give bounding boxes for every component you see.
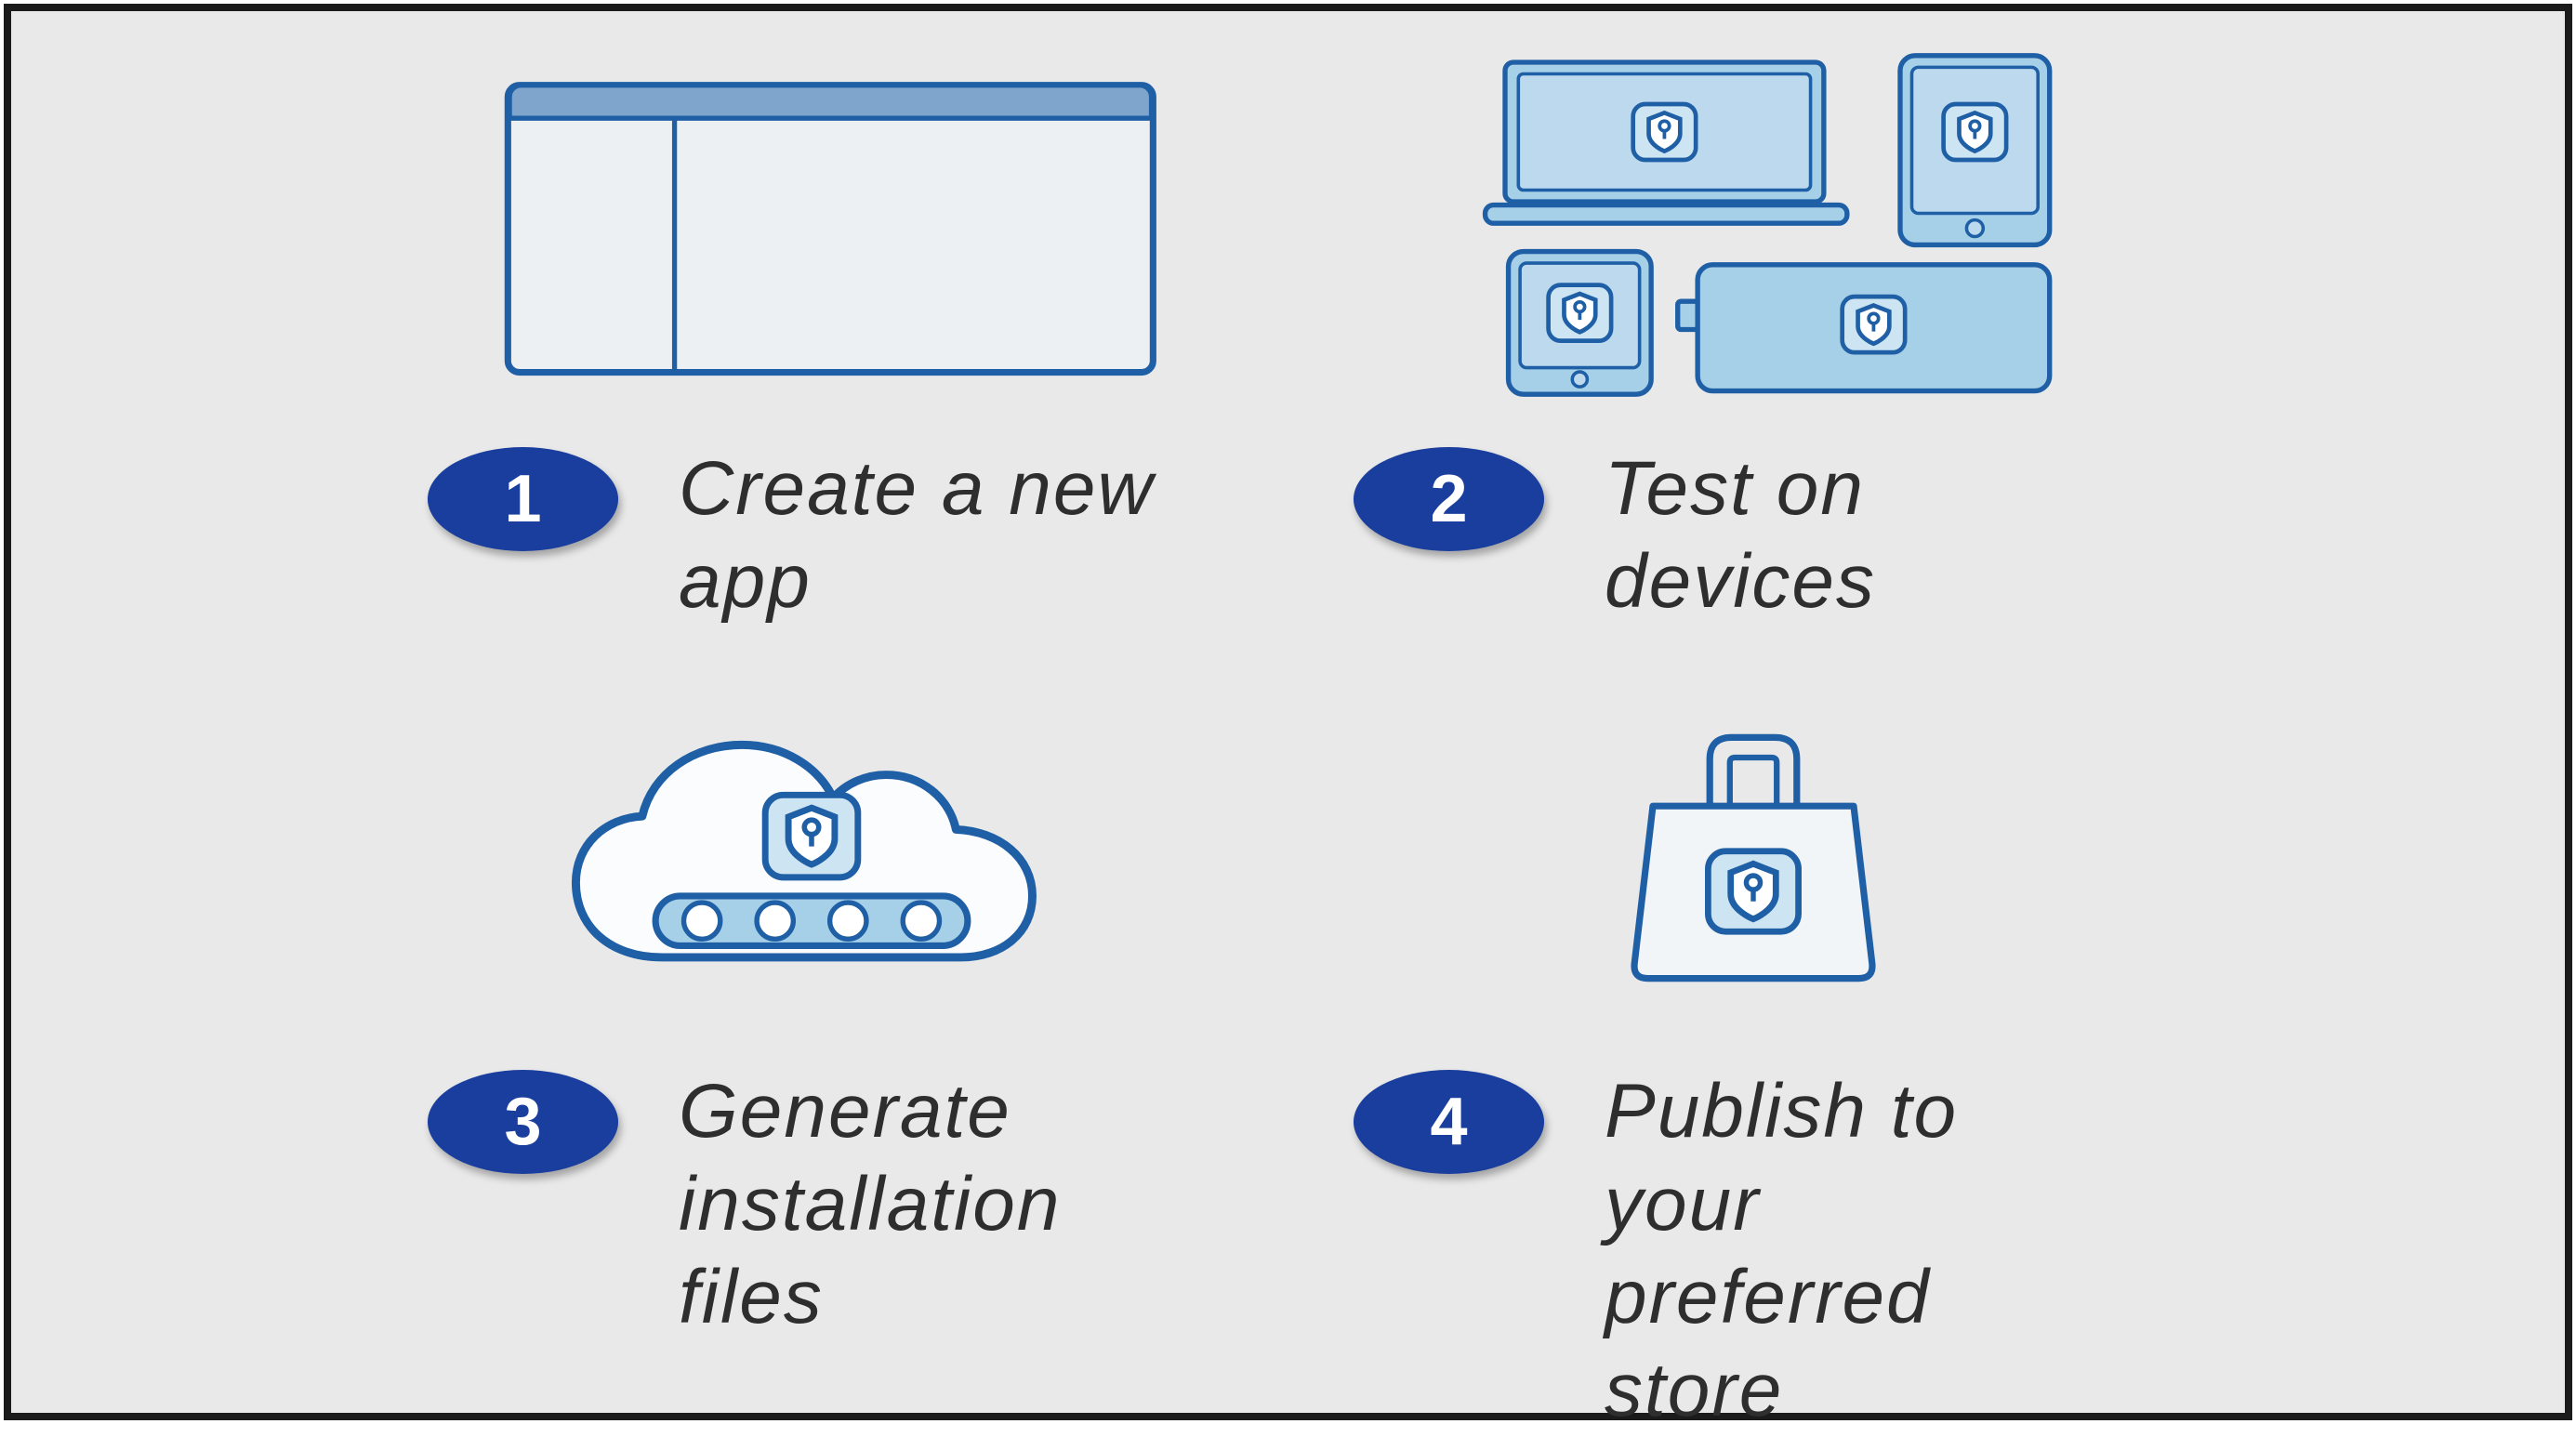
devices-icon: [1482, 52, 2063, 398]
step-4-label: Publish to your preferred store: [1605, 1069, 1959, 1432]
step-4-badge: 4: [1354, 1070, 1544, 1174]
new-app-window-icon: [503, 80, 1163, 379]
step-4-number: 4: [1430, 1085, 1468, 1159]
workflow-diagram: 1 2 3 4 Create a new app Test on devices…: [4, 4, 2572, 1432]
step-3-label: Generate installation files: [679, 1069, 1062, 1339]
step-3-number: 3: [504, 1085, 542, 1159]
cloud-build-icon: [533, 723, 1114, 997]
step-3-badge: 3: [428, 1070, 618, 1174]
step-2-number: 2: [1430, 462, 1468, 536]
step-2-badge: 2: [1354, 447, 1544, 551]
store-bag-icon: [1586, 716, 1921, 992]
step-1-label: Create a new app: [679, 446, 1155, 624]
step-1-number: 1: [504, 462, 542, 536]
step-1-badge: 1: [428, 447, 618, 551]
step-2-label: Test on devices: [1605, 446, 1877, 624]
